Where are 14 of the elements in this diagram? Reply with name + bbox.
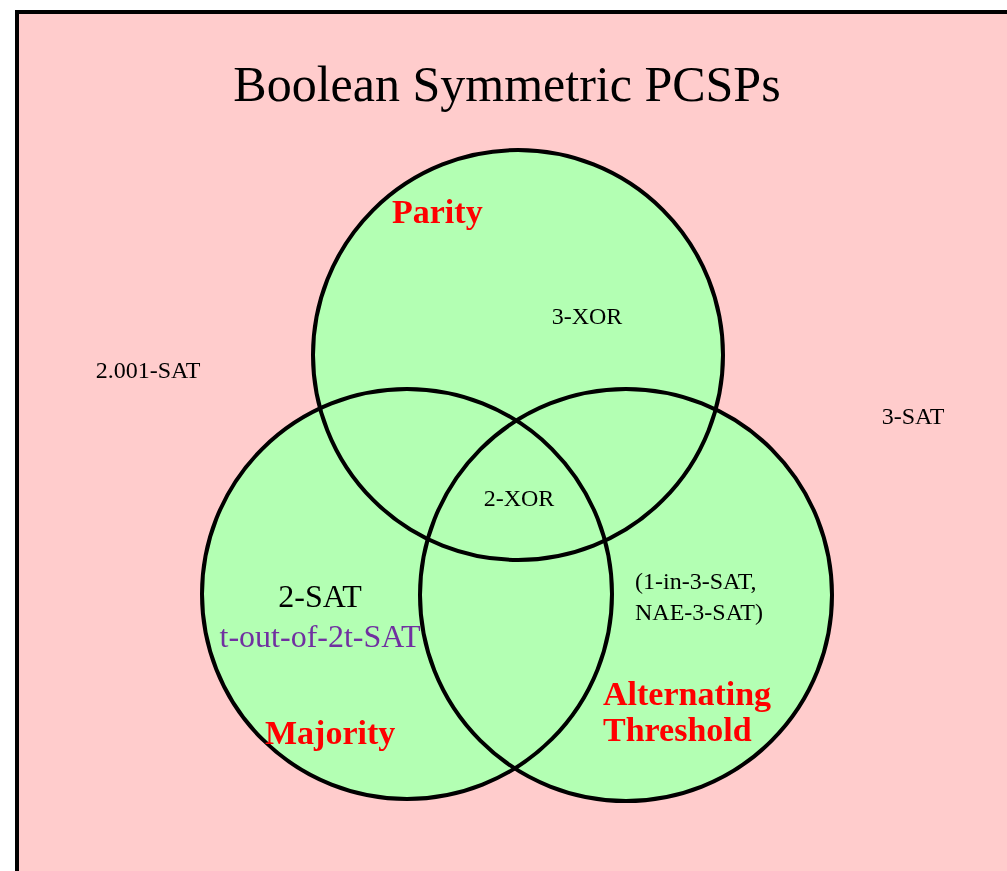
- set-member-label: (1-in-3-SAT, NAE-3-SAT): [635, 566, 764, 627]
- set-name: Alternating Threshold: [603, 676, 773, 748]
- diagram-panel: [15, 10, 1007, 871]
- set-name: Parity: [392, 194, 484, 230]
- set-circle: [311, 148, 725, 562]
- set-member-label: 2-SAT: [278, 577, 362, 615]
- set-member-label: 2.001-SAT: [95, 356, 201, 384]
- set-name: Majority: [265, 715, 397, 751]
- set-member-label: t-out-of-2t-SAT: [219, 617, 421, 655]
- set-member-label: 3-SAT: [881, 402, 945, 430]
- set-circle: [418, 387, 834, 803]
- diagram-title: Boolean Symmetric PCSPs: [233, 55, 781, 113]
- set-member-label: 3-XOR: [551, 302, 623, 330]
- set-member-label: 2-XOR: [483, 484, 555, 512]
